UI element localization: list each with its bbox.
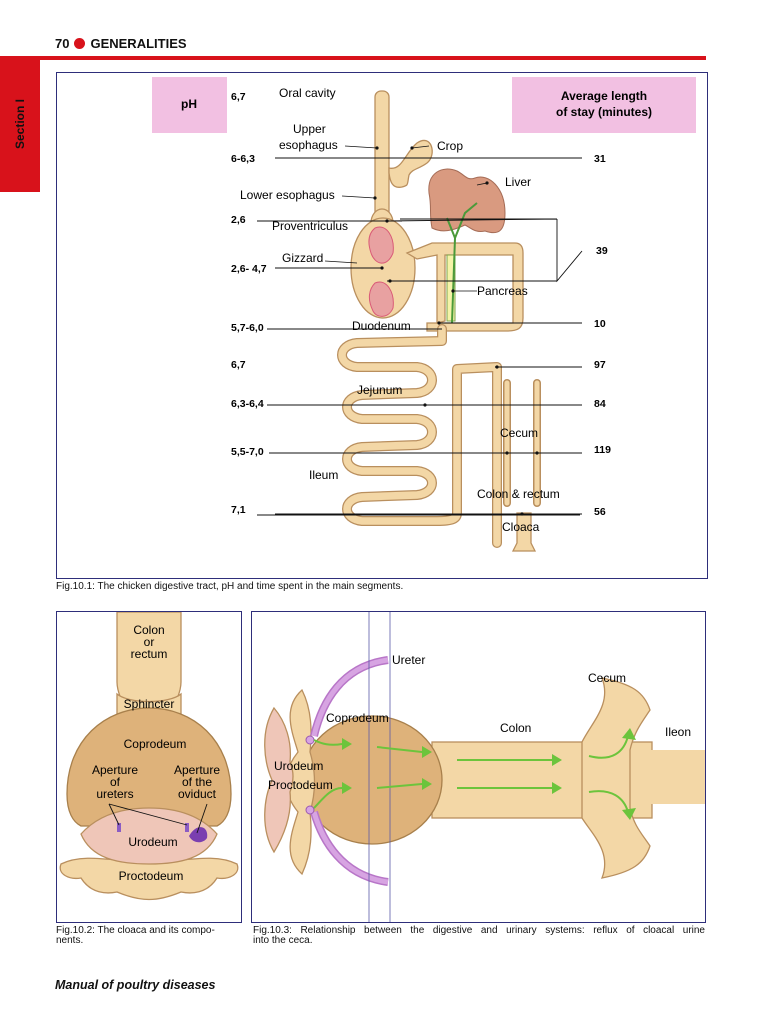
label-oral-cavity: Oral cavity [279, 86, 336, 100]
ureter-opening-upper [306, 736, 314, 744]
label-aperture-ureters-3: ureters [96, 787, 133, 801]
label-urodeum: Urodeum [274, 759, 323, 773]
ph-value: 2,6- 4,7 [231, 263, 267, 275]
section-tab: Section I [0, 56, 40, 192]
ceca [507, 383, 537, 503]
figure-2-caption: Fig.10.2: The cloaca and its compo- nent… [56, 926, 215, 946]
label-upper-esophagus-1: Upper [293, 122, 326, 136]
label-cecum: Cecum [500, 426, 538, 440]
label-pancreas: Pancreas [477, 284, 528, 298]
ph-value: 6,7 [231, 91, 246, 103]
esophagus [375, 91, 389, 221]
figure-3-frame: Ureter Cecum Coprodeum Colon Ileon Urode… [251, 611, 706, 923]
red-dot-icon [74, 38, 85, 49]
figure-1-caption: Fig.10.1: The chicken digestive tract, p… [56, 582, 403, 592]
label-ileon: Ileon [665, 725, 691, 739]
label-coprodeum: Coprodeum [124, 737, 187, 751]
header-rule [40, 56, 706, 60]
label-jejunum: Jejunum [357, 383, 402, 397]
label-colon: Colon [500, 721, 531, 735]
label-colon-rectum: Colon & rectum [477, 487, 560, 501]
label-gizzard: Gizzard [282, 251, 323, 265]
label-cecum: Cecum [588, 671, 626, 685]
label-lower-esophagus: Lower esophagus [240, 188, 335, 202]
stay-box-label-line2: of stay (minutes) [556, 105, 652, 119]
label-aperture-oviduct-3: oviduct [178, 787, 217, 801]
label-upper-esophagus-2: esophagus [279, 138, 338, 152]
figure-3-diagram: Ureter Cecum Coprodeum Colon Ileon Urode… [252, 612, 705, 922]
ph-values: 6,7 6-6,3 2,6 2,6- 4,7 5,7-6,0 6,7 6,3-6… [231, 91, 267, 516]
section-tab-label: Section I [13, 99, 27, 149]
figure-3-caption: Fig.10.3: Relationship between the diges… [253, 926, 705, 946]
ph-value: 6,3-6,4 [231, 398, 264, 410]
figure-2-caption-line2: nents. [56, 936, 215, 946]
intestine-coils [342, 329, 497, 543]
stay-value: 84 [594, 398, 606, 410]
label-proctodeum: Proctodeum [119, 869, 184, 883]
label-sphincter: Sphincter [124, 697, 175, 711]
page-number: 70 [55, 36, 69, 51]
figure-1-frame: pH Average length of stay (minutes) [56, 72, 708, 579]
label-proventriculus: Proventriculus [272, 219, 348, 233]
ph-value: 2,6 [231, 214, 246, 226]
ph-value: 7,1 [231, 504, 246, 516]
figure-3-caption-line2: into the ceca. [253, 936, 705, 946]
stay-value: 119 [594, 444, 611, 456]
figure-2-diagram: Colon or rectum Sphincter Coprodeum Aper… [57, 612, 241, 922]
label-ileum: Ileum [309, 468, 338, 482]
stay-value: 97 [594, 359, 606, 371]
label-cloaca: Cloaca [502, 520, 540, 534]
ph-value: 5,5-7,0 [231, 446, 264, 458]
page-header: 70 GENERALITIES [55, 36, 187, 51]
label-duodenum: Duodenum [352, 319, 411, 333]
stay-value: 56 [594, 506, 606, 518]
stay-values: 31 39 10 97 84 119 56 [594, 153, 611, 518]
label-crop: Crop [437, 139, 463, 153]
figure-1-diagram: pH Average length of stay (minutes) [57, 73, 707, 578]
label-rectum: rectum [131, 647, 168, 661]
ph-value: 6,7 [231, 359, 246, 371]
label-proctodeum: Proctodeum [268, 778, 333, 792]
ileon-tube [632, 750, 705, 804]
label-coprodeum: Coprodeum [326, 711, 389, 725]
stay-value: 31 [594, 153, 606, 165]
section-title: GENERALITIES [90, 36, 186, 51]
figure-2-frame: Colon or rectum Sphincter Coprodeum Aper… [56, 611, 242, 923]
stay-box-label-line1: Average length [561, 89, 647, 103]
liver [429, 169, 505, 233]
label-liver: Liver [505, 175, 531, 189]
label-urodeum: Urodeum [128, 835, 177, 849]
ph-value: 6-6,3 [231, 153, 255, 165]
stay-value: 39 [596, 245, 608, 257]
stay-value: 10 [594, 318, 606, 330]
ureter-opening-lower [306, 806, 314, 814]
figure-3-caption-line1: Fig.10.3: Relationship between the diges… [253, 926, 705, 936]
ph-value: 5,7-6,0 [231, 322, 264, 334]
ph-box-label: pH [181, 97, 197, 111]
book-title: Manual of poultry diseases [55, 978, 215, 992]
label-ureter: Ureter [392, 653, 425, 667]
